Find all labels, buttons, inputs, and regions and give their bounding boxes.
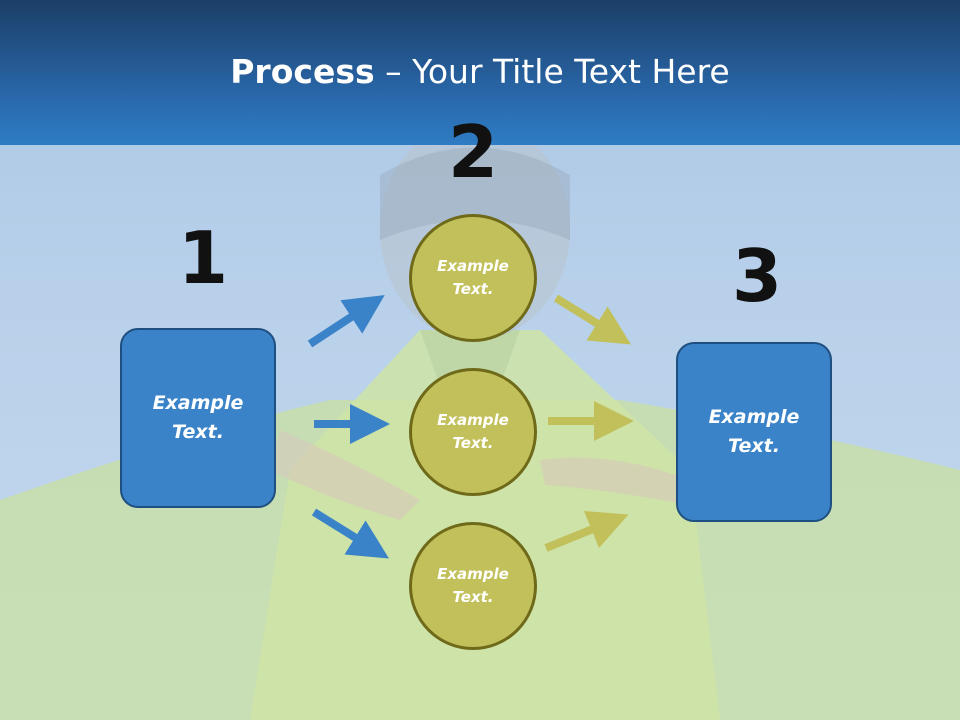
title-rest: – Your Title Text Here	[374, 52, 730, 91]
circle-middle: Example Text.	[409, 368, 537, 496]
arrow-blue-up	[307, 295, 385, 348]
right-step-box: Example Text.	[676, 342, 832, 522]
step-number-2: 2	[448, 110, 499, 194]
circle-top: Example Text.	[409, 214, 537, 342]
left-box-label: Example Text.	[152, 392, 244, 443]
slide-title: Process – Your Title Text Here	[0, 52, 960, 91]
left-step-box: Example Text.	[120, 328, 276, 508]
step-number-1: 1	[178, 216, 229, 300]
title-bold: Process	[230, 52, 375, 91]
circle-top-label: Example Text.	[437, 257, 509, 298]
arrow-blue-down	[311, 508, 389, 559]
arrow-yellow-up	[544, 510, 629, 552]
title-bar	[0, 0, 960, 145]
step-number-3: 3	[732, 234, 783, 318]
circle-bottom: Example Text.	[409, 522, 537, 650]
circle-middle-label: Example Text.	[437, 411, 509, 452]
arrow-yellow-down	[553, 294, 631, 345]
right-box-label: Example Text.	[708, 406, 800, 457]
circle-bottom-label: Example Text.	[437, 565, 509, 606]
